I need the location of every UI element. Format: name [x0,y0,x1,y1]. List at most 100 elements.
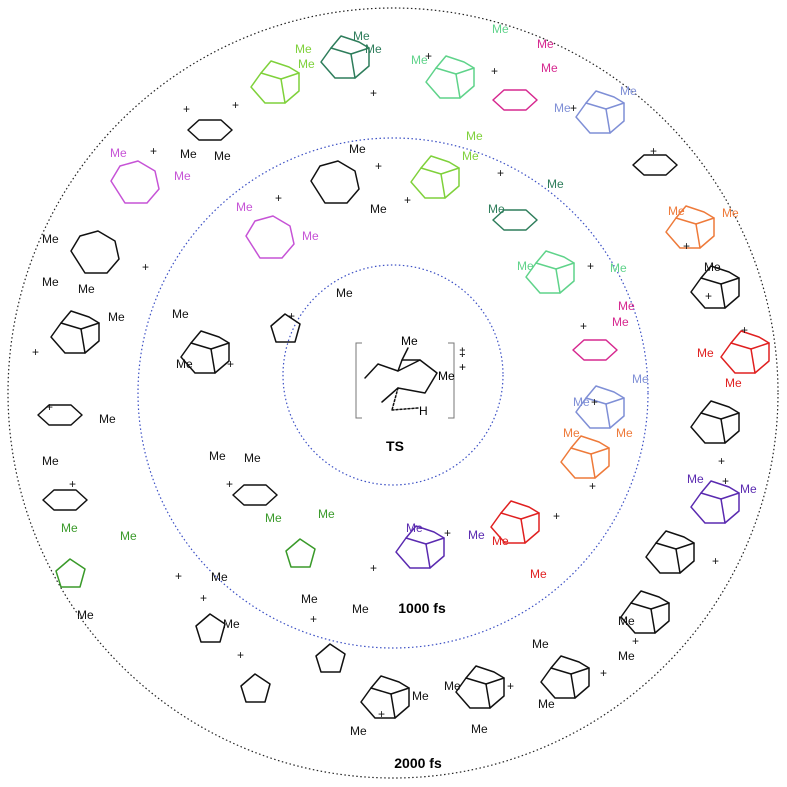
molecule-inner-green-cyclopentene [285,538,316,568]
ring-skeleton [240,673,271,703]
ring-skeleton [525,262,575,294]
molecule-outer-purple-bicyclo [690,480,740,524]
cation-plus-label: + [232,98,239,112]
ts-bracket [355,342,455,419]
methyl-label: Me [265,511,282,525]
ring-skeleton [55,558,86,588]
cross-bond [720,418,726,444]
cation-plus-label: + [237,648,244,662]
methyl-label: Me [244,451,261,465]
methyl-label: Me [612,315,629,329]
bridge-bond [675,205,715,219]
molecule-inner-black-cyclohexyl-vinyl [232,484,278,506]
bridge-bond [500,500,540,514]
molecule-outer-black-bicyclo-8 [50,310,100,354]
molecule-outer-black-cyclopentane-vinyl [240,673,271,703]
methyl-label: Me [411,53,428,67]
methyl-label: Me [488,202,505,216]
cation-plus-label: + [425,49,432,63]
cation-plus-label: + [288,309,295,323]
methyl-label: Me [618,649,635,663]
methyl-label: Me [610,261,627,275]
molecule-inner-mint-bicyclo [525,250,575,294]
molecule-inner-purple-bicyclo [395,525,445,569]
bridge-bond [435,55,475,69]
molecule-inner-lime-norbornyl [410,155,460,199]
methyl-label: Me [350,724,367,738]
molecule-outer-magenta-cyclohexene [492,89,538,111]
cation-plus-label: + [580,319,587,333]
methyl-label: Me [223,617,240,631]
ring-skeleton [720,342,770,374]
methyl-label: Me [740,482,757,496]
cation-plus-label: + [591,395,598,409]
cation-plus-label: + [370,86,377,100]
molecule-inner-orange-bicyclo [560,435,610,479]
methyl-label: Me [697,346,714,360]
methyl-label: Me [172,307,189,321]
methyl-label: Me [471,722,488,736]
bridge-bond [700,400,740,414]
ring-skeleton [320,47,370,79]
methyl-label: Me [180,147,197,161]
ring-skeleton [195,613,226,643]
cross-bond [590,453,596,479]
bridge-bond [570,435,610,449]
molecule-outer-black-bicyclo-7 [360,675,410,719]
ring-skeleton [360,687,410,719]
bridge-bond [630,590,670,604]
cross-bond [210,348,216,374]
bridge-bond [550,655,590,669]
ring-2000fs-label: 2000 fs [394,755,442,771]
molecule-inner-black-bicyclo [180,330,230,374]
ring-skeleton [270,313,301,343]
methyl-label: Me [492,534,509,548]
ring-skeleton [455,677,505,709]
ring-skeleton [492,209,538,231]
cation-plus-label: + [150,144,157,158]
bridge-bond [370,675,410,689]
methyl-label: Me [668,204,685,218]
cation-plus-label: + [587,259,594,273]
ring-skeleton [285,538,316,568]
molecule-inner-heptene [310,160,360,204]
cross-bond [455,73,461,99]
methyl-label: Me [532,637,549,651]
methyl-label: Me [302,229,319,243]
cation-plus-label: + [712,554,719,568]
outer-ring-2000fs [7,7,779,779]
cross-bond [750,348,756,374]
methyl-label: Me [99,412,116,426]
methyl-label: Me [209,449,226,463]
methyl-label: Me [108,310,125,324]
molecule-inner-red-bicyclo [490,500,540,544]
cation-plus-label: + [183,102,190,116]
ring-skeleton [37,404,83,426]
methyl-label: Me [211,570,228,584]
methyl-label: Me [352,602,369,616]
ring-skeleton [560,447,610,479]
bridge-bond [260,60,300,74]
methyl-label: Me [174,169,191,183]
cation-plus-label: + [553,509,560,523]
methyl-label: Me [563,426,580,440]
cross-bond [675,548,681,574]
methyl-label: Me [704,260,721,274]
methyl-label: Me [120,529,137,543]
ring-skeleton [110,160,160,204]
cation-plus-label: + [69,477,76,491]
molecule-outer-mint-bicyclo [425,55,475,99]
methyl-label: Me [632,372,649,386]
cross-bond [80,328,86,354]
methyl-label: Me [236,200,253,214]
molecule-inner-magenta-cyclohexene [572,339,618,361]
ring-skeleton [620,602,670,634]
ring-skeleton [690,412,740,444]
methyl-label: Me [620,84,637,98]
cation-plus-label: + [570,101,577,115]
methyl-label: Me [298,57,315,71]
molecule-inner-black-cyclopentane-butenyl [270,313,301,343]
bridge-bond [535,250,575,264]
methyl-label: Me [42,275,59,289]
